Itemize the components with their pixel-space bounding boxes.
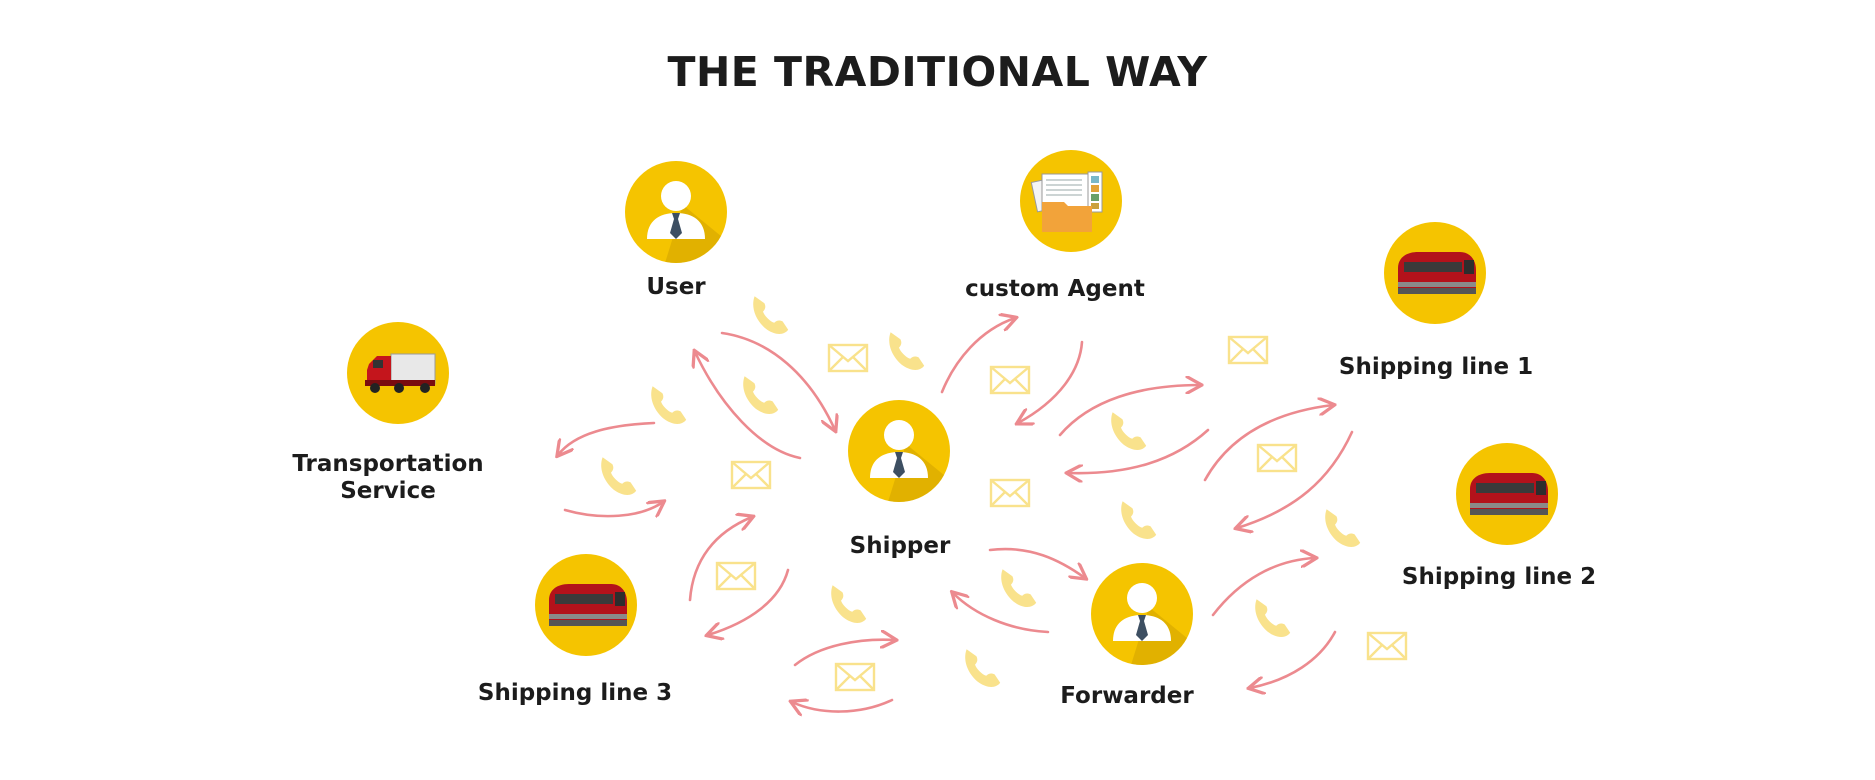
node-label-transportation-line1: Transportation [292, 451, 484, 477]
arrow-from-transportation [563, 502, 663, 516]
person-icon [1091, 563, 1193, 665]
arrow-shipper-to-sl3 [708, 568, 790, 635]
arrow-shipper-to-agent [940, 318, 1015, 394]
person-icon [848, 400, 950, 502]
node-label-shipping-line-1: Shipping line 1 [1338, 354, 1534, 380]
node-label-shipping-line-3: Shipping line 3 [477, 680, 673, 706]
arrow-sl3-to-shipper [688, 517, 752, 602]
person-icon [625, 161, 727, 263]
node-label-transportation-line2: Service [340, 478, 436, 504]
envelope-icon [989, 365, 1031, 395]
envelope-icon [1227, 335, 1269, 365]
arrow-bottom-left [792, 700, 894, 712]
documents-folder-icon [1020, 150, 1122, 252]
arrow-user-to-shipper [720, 331, 835, 430]
node-label-user: User [646, 274, 706, 300]
arrow-shipper-to-sl1-a [1058, 385, 1200, 437]
train-icon [1384, 222, 1486, 324]
envelope-icon [715, 561, 757, 591]
envelope-icon [827, 343, 869, 373]
envelope-icon [1366, 631, 1408, 661]
envelope-icon [1256, 443, 1298, 473]
envelope-icon [730, 460, 772, 490]
arrow-sl1-to-shipper-b [1237, 430, 1354, 528]
envelope-icon [989, 478, 1031, 508]
train-icon [535, 554, 637, 656]
node-label-shipper: Shipper [849, 533, 951, 559]
arrow-forwarder-to-sl2 [1211, 558, 1315, 617]
envelope-icon [834, 662, 876, 692]
truck-icon [347, 322, 449, 424]
arrow-sl1-to-shipper-a [1068, 428, 1210, 473]
arrow-shipper-to-forwarder [988, 547, 1085, 578]
arrow-to-transportation [558, 421, 656, 455]
arrow-shipper-to-user [695, 352, 802, 460]
train-icon [1456, 443, 1558, 545]
diagram-title: THE TRADITIONAL WAY [667, 48, 1208, 96]
node-label-shipping-line-2: Shipping line 2 [1401, 564, 1597, 590]
arrow-forwarder-to-shipper [953, 593, 1050, 634]
arrow-sl2-to-forwarder [1250, 630, 1337, 688]
node-label-custom-agent: custom Agent [965, 276, 1145, 302]
arrow-bottom-right [793, 640, 895, 667]
arrow-shipper-to-sl1-b [1203, 405, 1333, 482]
node-label-transportation: Transportation Service [238, 451, 538, 505]
arrow-agent-to-shipper [1018, 340, 1084, 423]
node-label-forwarder: Forwarder [1060, 683, 1194, 709]
